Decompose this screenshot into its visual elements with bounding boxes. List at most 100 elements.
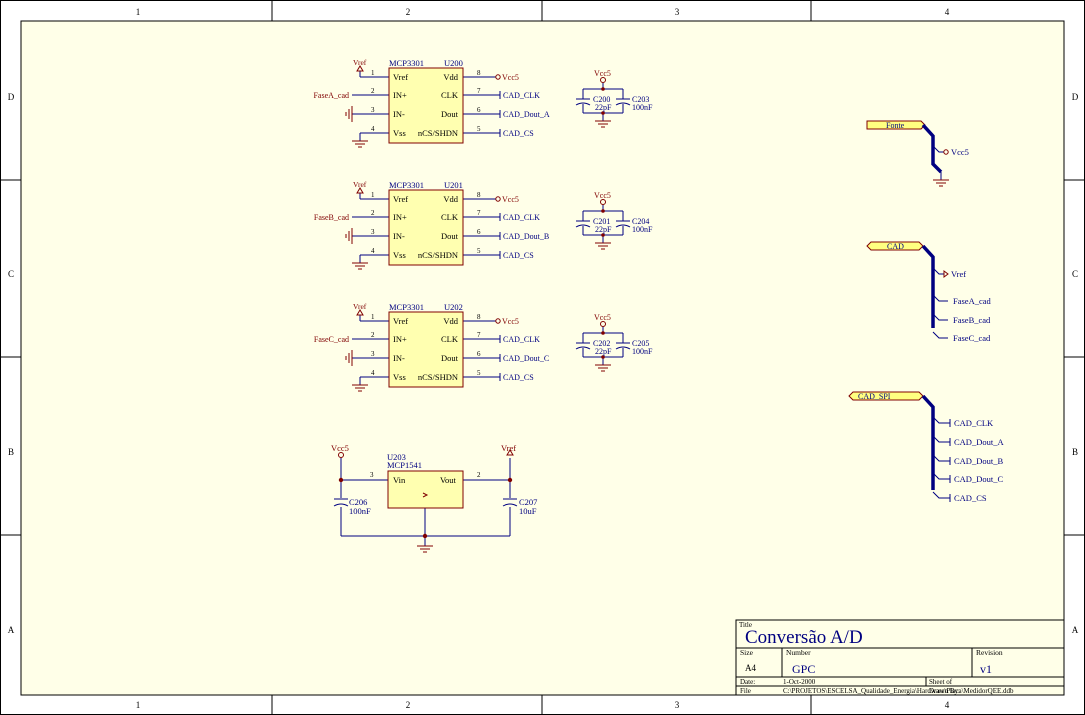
adc-pin-vdd: Vdd (443, 72, 458, 82)
port-cad-net-1: FaseA_cad (953, 296, 992, 306)
adc-pin-number: 2 (371, 87, 375, 95)
port-fonte-label: Fonte (886, 121, 905, 130)
adc-pin-dout: Dout (441, 231, 459, 241)
zone-col-1-bottom: 1 (136, 700, 141, 710)
adc-pin-vref: Vref (393, 316, 408, 326)
port-cad-net-3: FaseC_cad (953, 333, 991, 343)
adc-pin-number: 7 (477, 87, 481, 95)
regulator-cout-value: 10uF (519, 506, 537, 516)
adc-pin-in-minus: IN- (393, 231, 405, 241)
title-block: Title Conversão A/D Size A4 Number GPC R… (735, 619, 1065, 696)
adc-pin-number: 5 (477, 369, 481, 377)
cap-2-value: 100nF (632, 225, 653, 234)
adc-part-name: MCP3301 (389, 58, 424, 68)
port-cad-spi[interactable]: CAD_SPI CAD_CLK CAD_Dout_A CAD_Dout_B CA… (848, 391, 1004, 503)
adc-pin-number: 8 (477, 313, 481, 321)
adc-dout-net: CAD_Dout_C (503, 354, 549, 363)
drawn-by-label: Drawn By: (929, 687, 960, 695)
adc-part-name: MCP3301 (389, 180, 424, 190)
port-cad-net-0: Vref (951, 269, 966, 279)
regulator-ref: U203 (387, 452, 406, 462)
port-cad-label: CAD (887, 242, 904, 251)
date-value: 1-Oct-2000 (783, 678, 816, 686)
regulator-vref-label: Vref (501, 443, 516, 453)
adc-pin-dout: Dout (441, 109, 459, 119)
adc-vref-net: Vref (353, 302, 367, 311)
adc-vcc-net: Vcc5 (502, 317, 519, 326)
port-cad[interactable]: CAD Vref FaseA_cad FaseB_cad FaseC_cad (866, 241, 992, 343)
file-path: C:\PROJETOS\ESCELSA_Qualidade_Energia\Ha… (783, 687, 1014, 695)
adc-pin-number: 1 (371, 191, 375, 199)
adc-pin-number: 5 (477, 247, 481, 255)
adc-vref-net: Vref (353, 180, 367, 189)
adc-pin-number: 2 (371, 331, 375, 339)
adc-pin-dout: Dout (441, 353, 459, 363)
zone-row-b-right: B (1072, 447, 1078, 457)
adc-pin-number: 8 (477, 191, 481, 199)
adc-ref: U200 (444, 58, 463, 68)
revision-label: Revision (976, 648, 1003, 657)
cap-2-ref: C205 (632, 339, 649, 348)
adc-pin-vref: Vref (393, 194, 408, 204)
adc-cs-net: CAD_CS (503, 251, 534, 260)
regulator-pin-vout: Vout (440, 475, 457, 485)
cap-vcc-net: Vcc5 (594, 313, 611, 322)
adc-pin-number: 7 (477, 331, 481, 339)
cap-1-value: 22pF (595, 103, 612, 112)
adc-pin-in-minus: IN- (393, 109, 405, 119)
adc-vref-net: Vref (353, 58, 367, 67)
zone-col-3-top: 3 (675, 7, 680, 17)
adc-input-net: FaseB_cad (314, 213, 349, 222)
number-label: Number (786, 648, 811, 657)
port-cad-spi-net-1: CAD_Dout_A (954, 437, 1004, 447)
regulator-pin-vin: Vin (393, 475, 406, 485)
adc-pin-number: 1 (371, 313, 375, 321)
port-cad-spi-net-2: CAD_Dout_B (954, 456, 1003, 466)
regulator-part: MCP1541 (387, 460, 422, 470)
cap-2-ref: C204 (632, 217, 649, 226)
adc-clk-net: CAD_CLK (503, 335, 540, 344)
regulator-u203[interactable]: U203 MCP1541 Vcc5 Vref C206 100nF C207 1… (331, 443, 537, 553)
file-label: File (740, 687, 751, 695)
adc-dout-net: CAD_Dout_B (503, 232, 549, 241)
regulator-cout-ref: C207 (519, 497, 537, 507)
port-cad-net-2: FaseB_cad (953, 315, 991, 325)
zone-col-2-bottom: 2 (406, 700, 411, 710)
cap-2-ref: C203 (632, 95, 649, 104)
cap-2-value: 100nF (632, 347, 653, 356)
adc-pin-in-plus: IN+ (393, 334, 407, 344)
adc-vcc-net: Vcc5 (502, 195, 519, 204)
adc-input-net: FaseC_cad (314, 335, 349, 344)
regulator-cin-value: 100nF (349, 506, 371, 516)
port-cad-spi-label: CAD_SPI (858, 392, 891, 401)
port-fonte-net-0: Vcc5 (951, 147, 969, 157)
adc-pin-clk: CLK (441, 212, 459, 222)
adc-dout-net: CAD_Dout_A (503, 110, 550, 119)
adc-pin-vdd: Vdd (443, 316, 458, 326)
zone-row-d-right: D (1072, 92, 1079, 102)
date-label: Date: (740, 678, 755, 686)
adc-vcc-net: Vcc5 (502, 73, 519, 82)
port-fonte[interactable]: Fonte Vcc5 (866, 120, 969, 187)
adc-pin-number: 6 (477, 228, 481, 236)
cap-1-value: 22pF (595, 347, 612, 356)
sheet-label: Sheet of (929, 678, 953, 686)
port-cad-spi-net-3: CAD_Dout_C (954, 474, 1003, 484)
adc-clk-net: CAD_CLK (503, 213, 540, 222)
adc-pin-cs: nCS/SHDN (418, 128, 458, 138)
adc-pin-number: 8 (477, 69, 481, 77)
cap-vcc-net: Vcc5 (594, 69, 611, 78)
adc-clk-net: CAD_CLK (503, 91, 540, 100)
zone-row-b-left: B (8, 447, 14, 457)
adc-pin-clk: CLK (441, 334, 459, 344)
regulator-pin-out-number: 2 (477, 471, 481, 479)
cap-1-value: 22pF (595, 225, 612, 234)
adc-pin-number: 6 (477, 350, 481, 358)
